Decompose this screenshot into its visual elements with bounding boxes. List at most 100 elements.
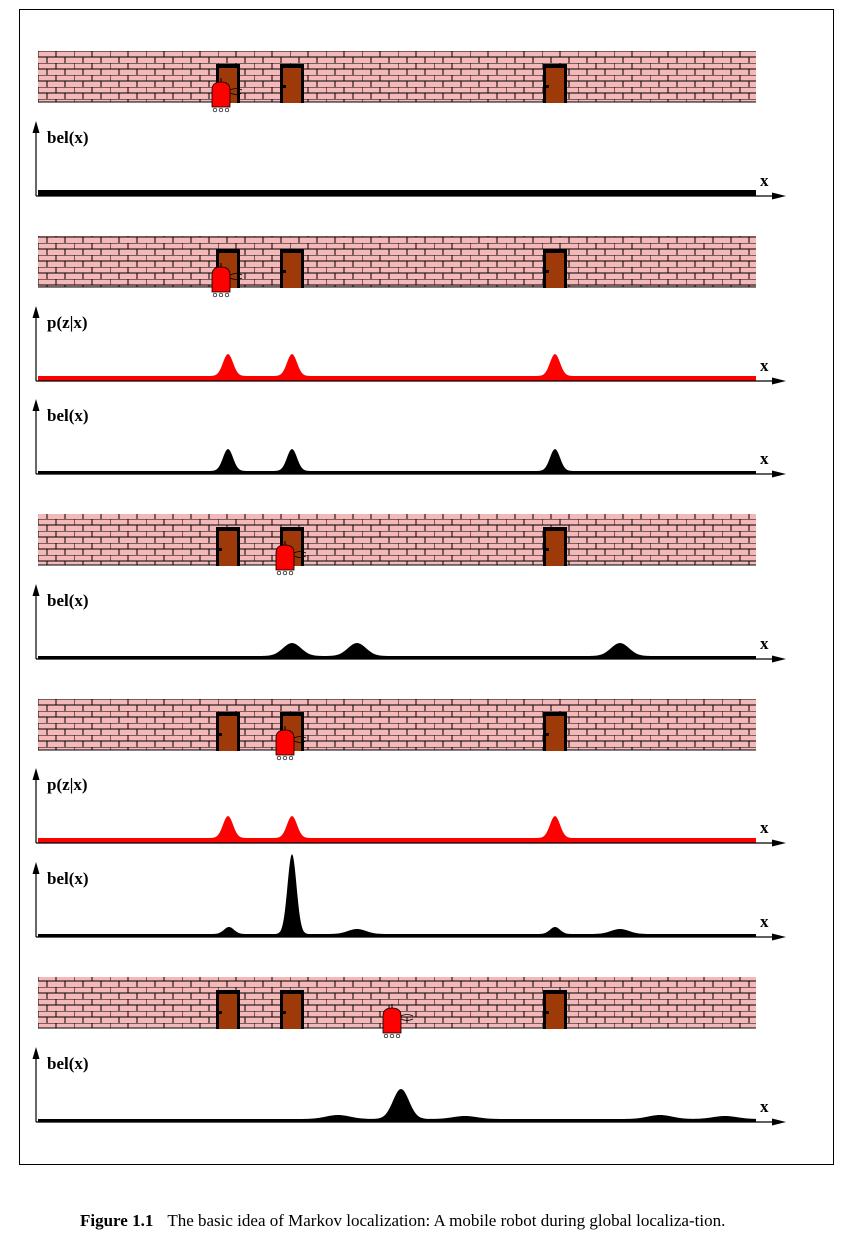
- door-panel: [219, 716, 237, 751]
- robot-wheel: [276, 570, 282, 576]
- x-axis-arrow: [772, 192, 786, 200]
- door: [543, 990, 567, 1029]
- brick-wall: [38, 514, 756, 565]
- robot-sensor-beam: [293, 551, 307, 558]
- panels-layer: bel(x)xp(z|x)xbel(x)xbel(x)xp(z|x)xbel(x…: [32, 51, 786, 1126]
- belief-curve: [38, 1089, 756, 1122]
- robot-sensor-beam: [400, 1014, 414, 1021]
- y-axis-arrow: [32, 862, 40, 874]
- belief-plot: bel(x)x: [32, 1047, 786, 1126]
- figure-frame: [19, 9, 834, 1165]
- door-knob: [283, 270, 286, 273]
- robot-wheel: [288, 570, 294, 576]
- door: [543, 249, 567, 288]
- robot-sensor-beam: [229, 273, 243, 280]
- robot-body: [275, 729, 295, 756]
- caption-text: The basic idea of Markov localization: A…: [167, 1211, 726, 1230]
- measurement-plot: p(z|x) x: [32, 768, 786, 847]
- measurement-plot: p(z|x) x: [32, 306, 786, 385]
- y-axis-label: p(z|x): [47, 313, 88, 332]
- belief-plot: bel(x) x: [32, 121, 786, 200]
- door-knob: [546, 733, 549, 736]
- belief-curve: [38, 449, 756, 474]
- door: [543, 64, 567, 103]
- door-panel: [283, 994, 301, 1029]
- x-axis-arrow: [772, 839, 786, 847]
- door-panel: [546, 531, 564, 566]
- belief-curve: [38, 854, 756, 937]
- robot-wheel: [282, 570, 288, 576]
- door-panel: [283, 253, 301, 288]
- robot-wheel: [383, 1033, 389, 1039]
- door: [216, 527, 240, 566]
- belief-plot: bel(x)x: [32, 854, 786, 941]
- door-panel: [283, 68, 301, 103]
- brick-wall: [38, 236, 756, 287]
- door-knob: [219, 548, 222, 551]
- belief-curve: [38, 190, 756, 196]
- door-knob: [219, 1011, 222, 1014]
- panel-1: bel(x) x: [32, 51, 786, 200]
- robot-icon: [211, 263, 243, 298]
- door-knob: [546, 548, 549, 551]
- robot-wheel: [224, 107, 230, 113]
- robot-body: [275, 544, 295, 571]
- panel-5: bel(x)x: [32, 977, 786, 1126]
- y-axis-label: bel(x): [47, 406, 89, 425]
- door-panel: [219, 994, 237, 1029]
- door: [216, 990, 240, 1029]
- door: [543, 527, 567, 566]
- y-axis-label: bel(x): [47, 591, 89, 610]
- y-axis-arrow: [32, 306, 40, 318]
- door: [280, 990, 304, 1029]
- panel-3: bel(x) x: [32, 514, 786, 663]
- measurement-curve: [38, 354, 756, 381]
- door-knob: [219, 733, 222, 736]
- robot-wheel: [218, 292, 224, 298]
- y-axis-label: bel(x): [47, 128, 89, 147]
- robot-icon: [275, 726, 307, 761]
- x-axis-arrow: [772, 1118, 786, 1126]
- x-axis-label: x: [760, 449, 769, 468]
- door-knob: [546, 85, 549, 88]
- door-knob: [283, 85, 286, 88]
- robot-body: [382, 1007, 402, 1034]
- x-axis-arrow: [772, 377, 786, 385]
- markov-localization-diagram: bel(x)xp(z|x)xbel(x)xbel(x)xp(z|x)xbel(x…: [32, 51, 786, 1126]
- robot-wheel: [276, 755, 282, 761]
- figure-caption: Figure 1.1 The basic idea of Markov loca…: [80, 1210, 770, 1231]
- panel-2: p(z|x) x bel(x) x: [32, 236, 786, 478]
- y-axis-label: bel(x): [47, 869, 89, 888]
- door-panel: [546, 253, 564, 288]
- x-axis-label: x: [760, 356, 769, 375]
- door-panel: [546, 716, 564, 751]
- y-axis-arrow: [32, 584, 40, 596]
- door-knob: [546, 1011, 549, 1014]
- x-axis-label: x: [760, 634, 769, 653]
- door: [280, 249, 304, 288]
- belief-plot: bel(x) x: [32, 584, 786, 663]
- x-axis-label: x: [760, 171, 769, 190]
- robot-wheel: [389, 1033, 395, 1039]
- robot-wheel: [224, 292, 230, 298]
- y-axis-arrow: [32, 121, 40, 133]
- robot-wheel: [218, 107, 224, 113]
- robot-body: [211, 266, 231, 293]
- robot-wheel: [282, 755, 288, 761]
- x-axis-arrow: [772, 655, 786, 663]
- y-axis-arrow: [32, 399, 40, 411]
- robot-sensor-beam: [293, 736, 307, 743]
- robot-body: [211, 81, 231, 108]
- robot-sensor-beam: [229, 88, 243, 95]
- x-axis-label: x: [760, 818, 769, 837]
- robot-wheel: [212, 107, 218, 113]
- door-panel: [219, 531, 237, 566]
- robot-wheel: [395, 1033, 401, 1039]
- y-axis-arrow: [32, 1047, 40, 1059]
- x-axis-label: x: [760, 1097, 769, 1116]
- belief-plot: bel(x) x: [32, 399, 786, 478]
- door-panel: [546, 994, 564, 1029]
- door-knob: [283, 1011, 286, 1014]
- door: [280, 64, 304, 103]
- y-axis-label: p(z|x): [47, 775, 88, 794]
